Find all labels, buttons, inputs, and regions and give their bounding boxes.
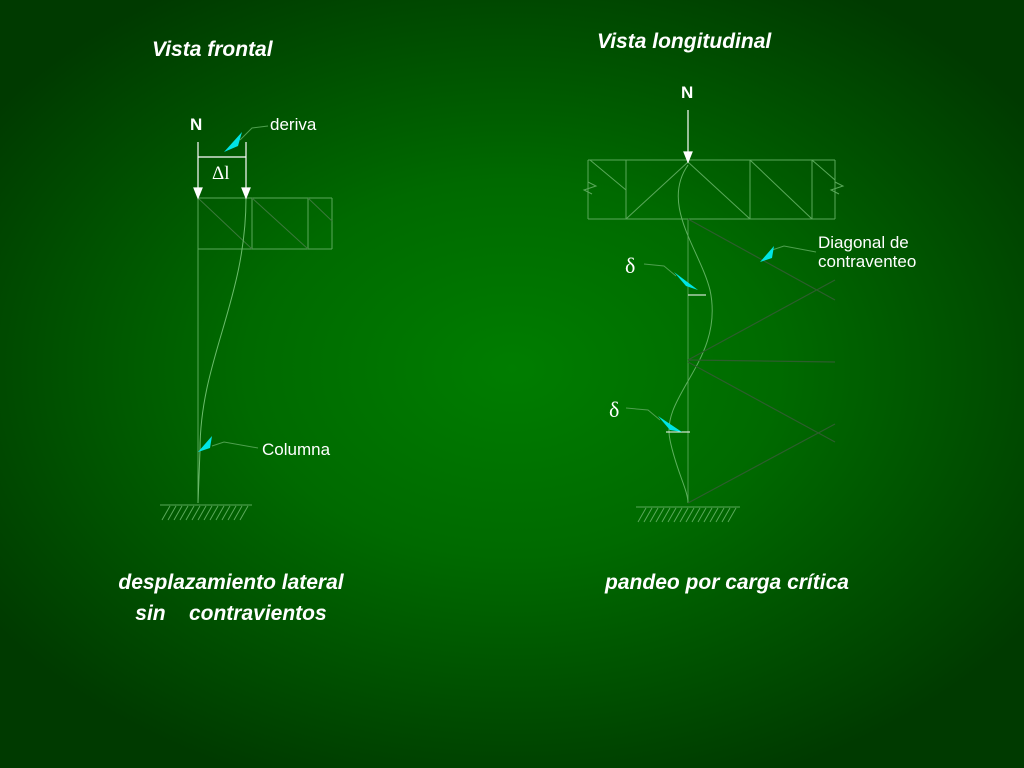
bracing-label-line1: Diagonal de	[818, 233, 909, 252]
delta-lower-callout-arrow	[658, 416, 682, 432]
front-truss-diagonal	[251, 197, 309, 250]
deriva-callout-arrow	[224, 132, 242, 152]
front-caption-line2: sin contravientos	[135, 602, 327, 625]
front-view-title: Vista frontal	[152, 38, 273, 61]
deflection-marks	[666, 294, 706, 433]
long-load-label: N	[681, 83, 694, 102]
front-caption-line1: desplazamiento lateral	[118, 571, 344, 594]
front-view-drawing	[197, 197, 333, 504]
front-ground-support	[160, 504, 252, 521]
bracing-label: Diagonal de contraventeo	[818, 233, 916, 271]
deriva-label: deriva	[270, 115, 317, 134]
front-caption: desplazamiento lateral sin contravientos	[80, 567, 382, 629]
delta-upper-callout-arrow	[674, 272, 698, 290]
load-arrow-head	[193, 187, 203, 200]
bracing-diagonals	[687, 218, 836, 504]
longitudinal-view-drawing	[582, 159, 845, 504]
front-column-deformed	[197, 197, 247, 504]
front-truss-diagonal	[197, 197, 253, 250]
delta-lower-label: δ	[609, 397, 620, 422]
long-load-arrow	[683, 110, 693, 164]
columna-label: Columna	[262, 440, 331, 459]
long-column-buckled	[668, 164, 713, 504]
bracing-callout-arrow	[760, 246, 774, 262]
bracing-label-line2: contraventeo	[818, 252, 917, 271]
long-ground-support	[636, 506, 740, 523]
front-view-annotations	[193, 142, 251, 200]
long-callouts	[625, 245, 817, 432]
columna-callout-arrow	[198, 436, 212, 452]
drift-arrow-head	[241, 187, 251, 200]
delta-l-label: Δl	[212, 163, 230, 184]
long-caption: pandeo por carga crítica	[605, 571, 849, 594]
front-truss-diagonal	[307, 197, 333, 222]
front-load-label: N	[190, 115, 203, 134]
front-callouts	[198, 125, 269, 452]
longitudinal-view-title: Vista longitudinal	[597, 30, 772, 53]
delta-upper-label: δ	[625, 253, 636, 278]
